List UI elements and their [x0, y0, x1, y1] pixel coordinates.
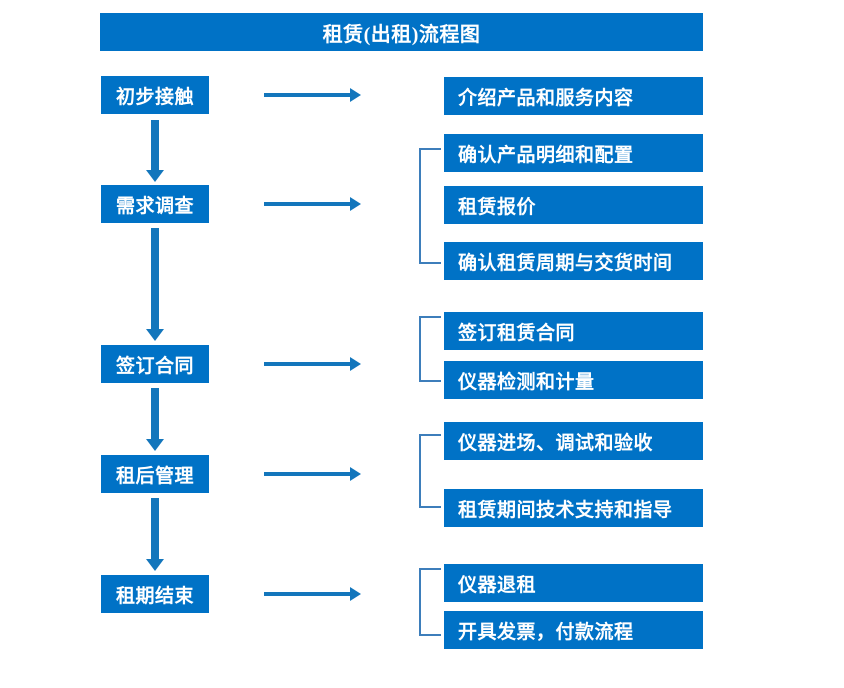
stage-box-5[interactable]: 租期结束 [101, 575, 209, 613]
horizontal-arrow-icon-4 [264, 466, 361, 482]
detail-label-10: 开具发票，付款流程 [458, 621, 634, 643]
diagram-title-bar: 租赁(出租)流程图 [100, 13, 703, 51]
stage-box-2[interactable]: 需求调查 [101, 185, 209, 223]
vertical-arrow-icon-2 [146, 228, 164, 341]
detail-box-3[interactable]: 租赁报价 [444, 186, 703, 224]
diagram-title: 租赁(出租)流程图 [322, 23, 481, 46]
stage-box-4[interactable]: 租后管理 [101, 455, 209, 493]
stage-label-1: 初步接触 [115, 86, 194, 108]
group-bracket-icon-4 [419, 568, 441, 636]
stage-label-5: 租期结束 [115, 585, 194, 607]
detail-box-6[interactable]: 仪器检测和计量 [444, 361, 703, 399]
detail-label-6: 仪器检测和计量 [458, 371, 595, 393]
vertical-arrow-icon-3 [146, 388, 164, 451]
detail-label-3: 租赁报价 [458, 196, 537, 218]
detail-box-7[interactable]: 仪器进场、调试和验收 [444, 422, 703, 460]
stage-box-3[interactable]: 签订合同 [101, 345, 209, 383]
detail-box-9[interactable]: 仪器退租 [444, 564, 703, 602]
detail-label-4: 确认租赁周期与交货时间 [458, 252, 673, 274]
vertical-arrow-icon-1 [146, 120, 164, 182]
detail-box-8[interactable]: 租赁期间技术支持和指导 [444, 489, 703, 527]
detail-label-2: 确认产品明细和配置 [458, 144, 634, 166]
stage-label-2: 需求调查 [115, 195, 194, 217]
group-bracket-icon-2 [419, 316, 441, 382]
detail-box-10[interactable]: 开具发票，付款流程 [444, 611, 703, 649]
detail-box-5[interactable]: 签订租赁合同 [444, 312, 703, 350]
detail-box-4[interactable]: 确认租赁周期与交货时间 [444, 242, 703, 280]
stage-label-4: 租后管理 [115, 465, 194, 487]
stage-box-1[interactable]: 初步接触 [101, 76, 209, 114]
detail-box-2[interactable]: 确认产品明细和配置 [444, 134, 703, 172]
detail-label-9: 仪器退租 [458, 574, 537, 596]
horizontal-arrow-icon-2 [264, 196, 361, 212]
detail-label-8: 租赁期间技术支持和指导 [458, 499, 673, 521]
detail-label-1: 介绍产品和服务内容 [458, 87, 634, 109]
horizontal-arrow-icon-1 [264, 87, 361, 103]
vertical-arrow-icon-4 [146, 498, 164, 571]
detail-label-5: 签订租赁合同 [458, 322, 576, 344]
detail-box-1[interactable]: 介绍产品和服务内容 [444, 77, 703, 115]
horizontal-arrow-icon-3 [264, 356, 361, 372]
horizontal-arrow-icon-5 [264, 586, 361, 602]
stage-label-3: 签订合同 [115, 355, 194, 377]
group-bracket-icon-1 [419, 148, 441, 264]
detail-label-7: 仪器进场、调试和验收 [458, 432, 654, 454]
group-bracket-icon-3 [419, 434, 441, 508]
